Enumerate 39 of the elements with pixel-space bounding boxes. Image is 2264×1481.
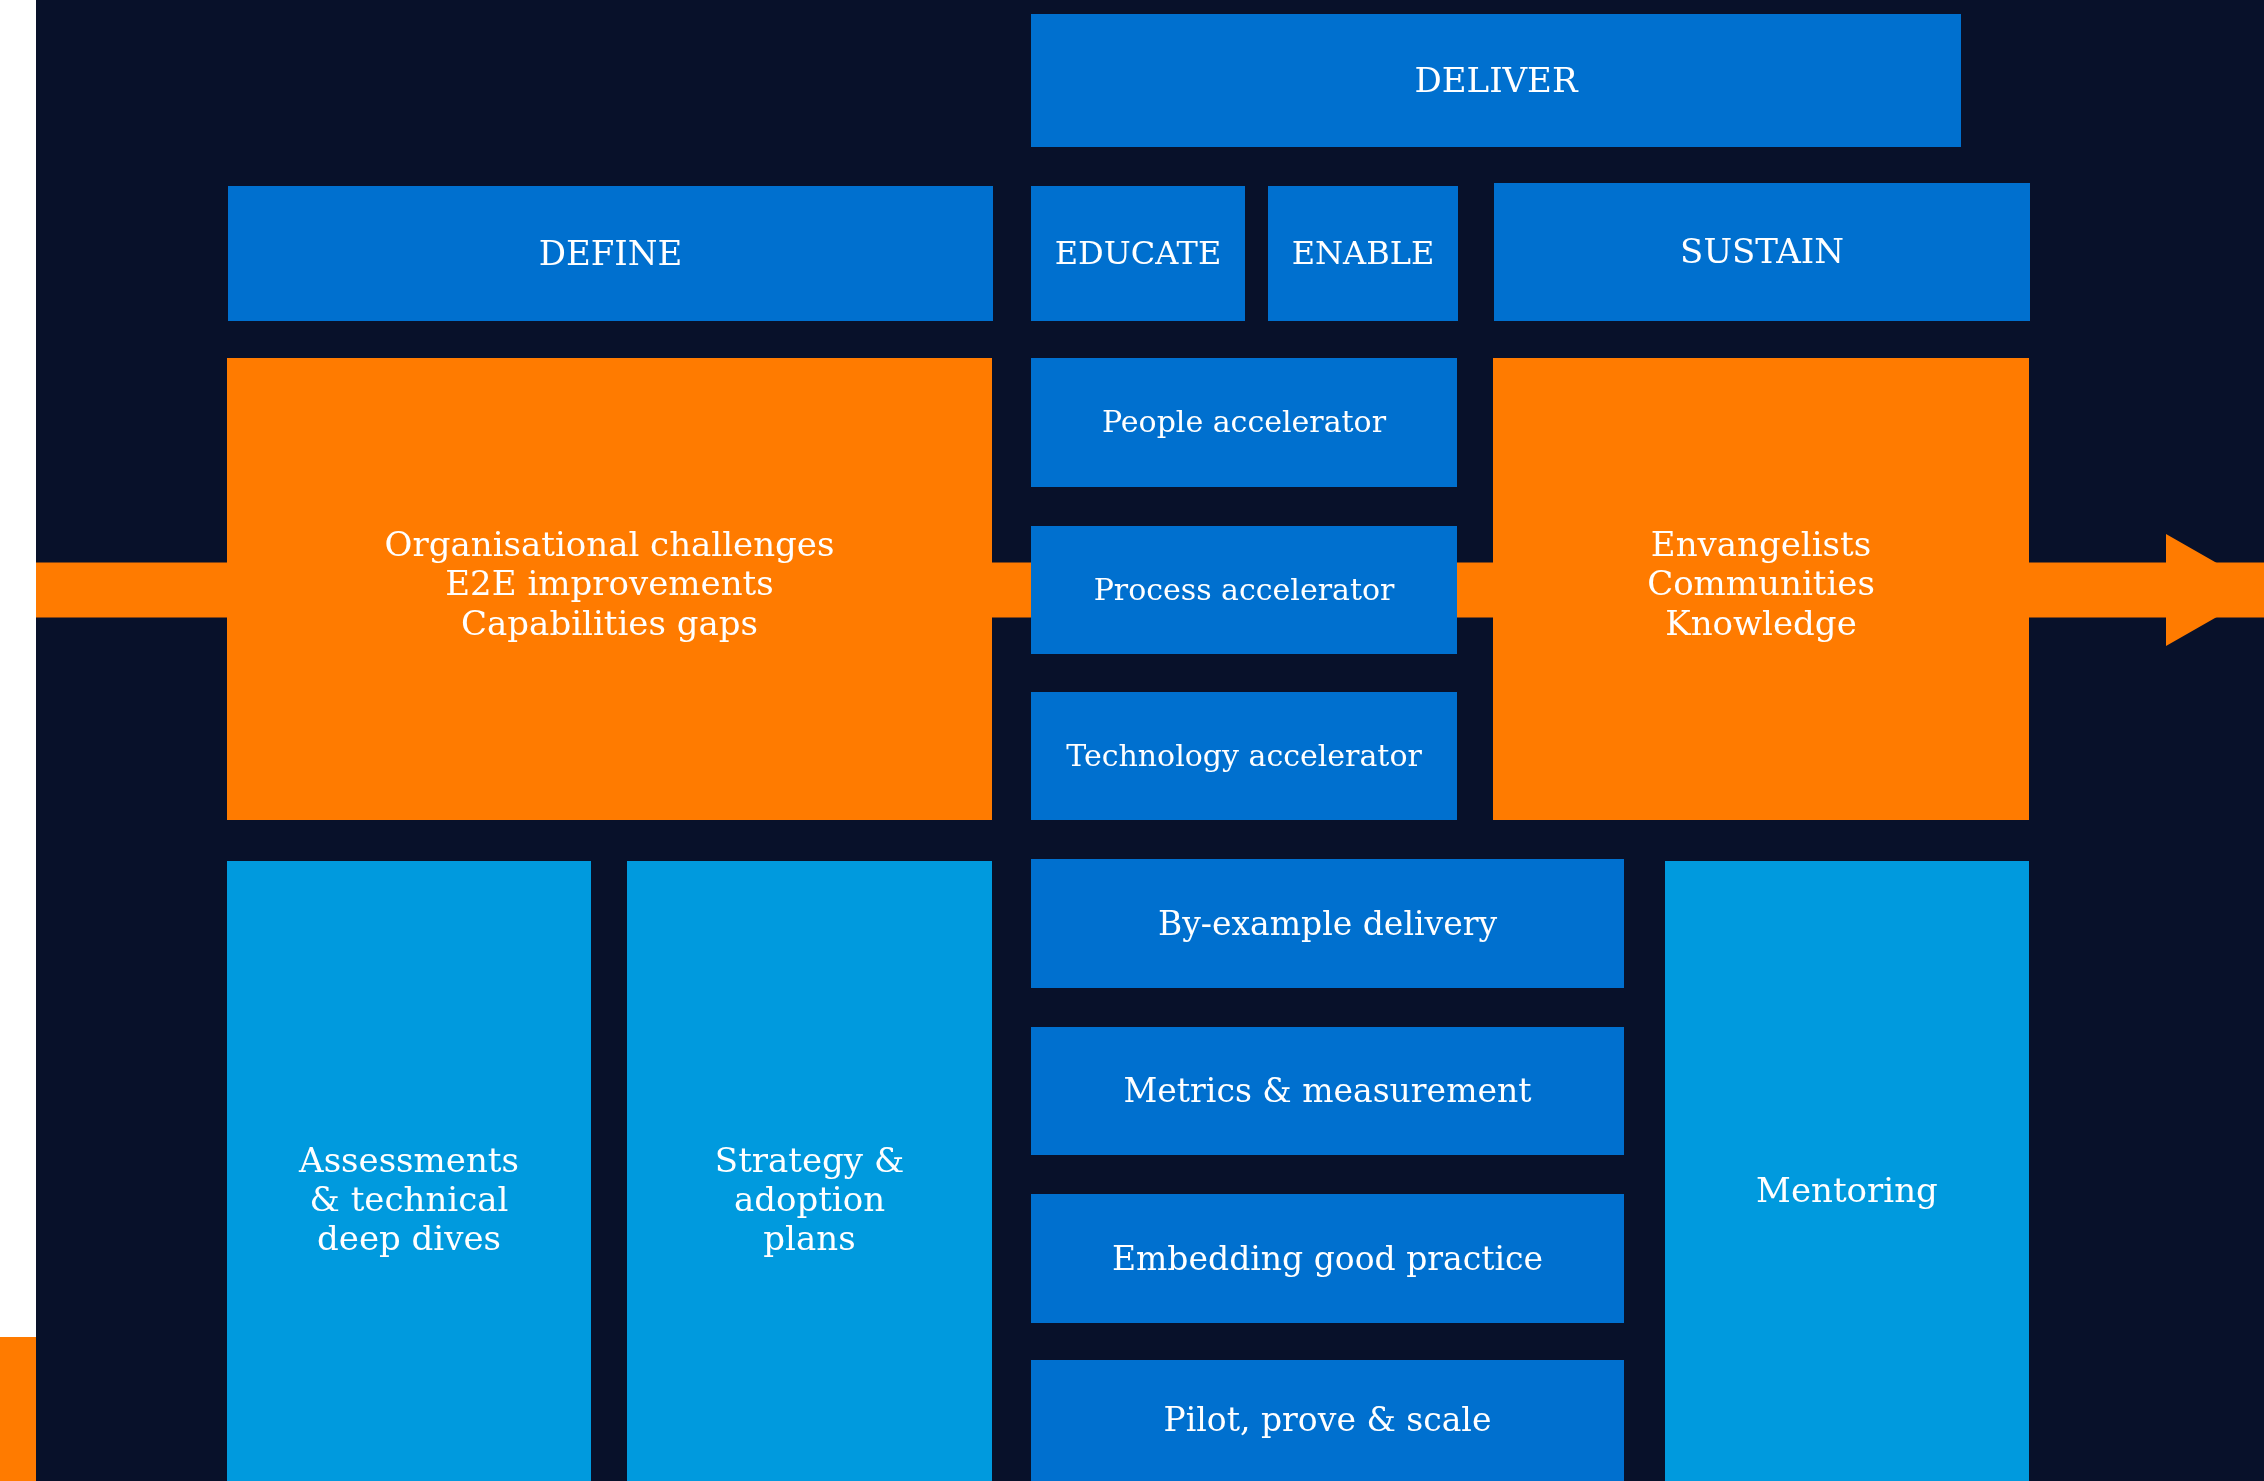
box-label: ENABLE (1291, 235, 1435, 272)
activity-column (627, 861, 992, 1481)
box-label: DELIVER (1414, 60, 1578, 101)
focus-box (227, 358, 992, 820)
box-label: People accelerator (1102, 405, 1386, 440)
box-label: Knowledge (1665, 603, 1857, 643)
box-label: Strategy & adoption plans (713, 1141, 906, 1259)
activity-column (227, 861, 591, 1481)
phase-box (1494, 183, 2030, 321)
box-label: E2E improvements (445, 564, 774, 604)
phase-box (1031, 1360, 1624, 1481)
activity-column (1665, 861, 2029, 1481)
box-label: By-example delivery (1157, 904, 1498, 943)
box-label: SUSTAIN (1680, 232, 1844, 272)
box-label: Assessments & technical deep dives (297, 1141, 520, 1259)
box-label: Organisational challenges (384, 525, 835, 565)
focus-box (1493, 358, 2029, 820)
box-label: Embedding good practice (1111, 1239, 1544, 1278)
box-label: Capabilities gaps (461, 603, 758, 643)
box-label: Metrics & measurement (1123, 1072, 1532, 1110)
phase-box (1031, 1027, 1624, 1155)
phase-box (1268, 186, 1458, 321)
phase-box (1031, 692, 1457, 820)
box-label: Process accelerator (1093, 572, 1395, 608)
phase-box (228, 186, 993, 321)
phase-box (1031, 1194, 1624, 1323)
phase-box (1031, 14, 1961, 147)
flow-arrow (2029, 534, 2264, 646)
phase-box (1031, 358, 1457, 487)
phase-box (1031, 526, 1457, 654)
phase-box (1031, 186, 1245, 321)
box-label: DEFINE (538, 233, 683, 274)
phase-box (1031, 859, 1624, 988)
box-label: Mentoring (1756, 1171, 1938, 1211)
box-label: Communities (1647, 564, 1875, 604)
box-label: Technology accelerator (1066, 738, 1422, 774)
box-label: EDUCATE (1054, 235, 1222, 272)
box-label: Pilot, prove & scale (1163, 1401, 1492, 1439)
box-label: Envangelists (1650, 525, 1872, 565)
